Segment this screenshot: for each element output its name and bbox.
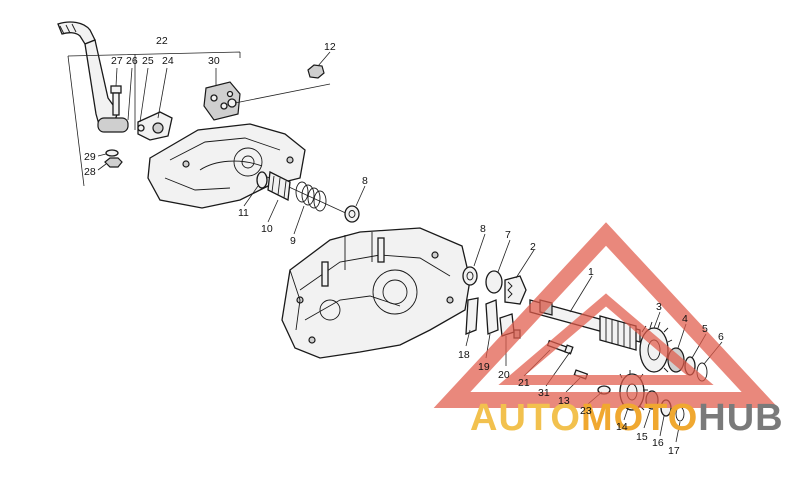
axis-line <box>234 83 331 104</box>
kick-lever-arm <box>137 111 173 141</box>
callout-22: 22 <box>156 35 168 47</box>
group-bracket <box>67 51 241 187</box>
callout-18: 18 <box>458 349 470 361</box>
callout-26: 26 <box>126 55 138 67</box>
cap-nut <box>307 64 325 79</box>
callout-19: 19 <box>478 361 490 373</box>
callout-29: 29 <box>84 151 96 163</box>
callout-3: 3 <box>656 301 662 313</box>
callout-25: 25 <box>142 55 154 67</box>
callout-7: 7 <box>505 229 511 241</box>
callout-2: 2 <box>530 241 536 253</box>
callout-10: 10 <box>261 223 273 235</box>
callout-31: 31 <box>538 387 550 399</box>
callout-9: 9 <box>290 235 296 247</box>
callout-14: 14 <box>616 421 628 433</box>
callout-12: 12 <box>324 41 336 53</box>
callout-24: 24 <box>162 55 174 67</box>
watermark-triangle <box>433 222 779 408</box>
thrust-washer <box>344 205 360 223</box>
callout-labels: 1 2 3 4 5 6 7 8 8 9 10 11 12 13 14 15 16… <box>84 35 724 457</box>
pinch-bolt <box>110 85 122 116</box>
callout-27: 27 <box>111 55 123 67</box>
callout-15: 15 <box>636 431 648 443</box>
callout-23: 23 <box>580 405 592 417</box>
callout-30: 30 <box>208 55 220 67</box>
callout-8-upper: 8 <box>362 175 368 187</box>
callout-21: 21 <box>518 377 530 389</box>
washer <box>105 149 119 157</box>
callout-28: 28 <box>84 166 96 178</box>
callout-6: 6 <box>718 331 724 343</box>
callout-8-lower: 8 <box>480 223 486 235</box>
return-spring <box>295 181 327 212</box>
watermark-word-hub: HUB <box>698 397 783 439</box>
rubber-cover <box>203 81 241 121</box>
right-crankcase-half <box>281 227 471 359</box>
circlip <box>256 171 268 189</box>
callout-5: 5 <box>702 323 708 335</box>
circlip <box>485 270 503 294</box>
watermark: AUTOMOTOHUB <box>433 222 784 439</box>
watermark-inner-triangle <box>498 293 714 385</box>
callout-13: 13 <box>558 395 570 407</box>
kick-start-lever <box>57 21 129 133</box>
spring-clip <box>465 297 479 335</box>
watermark-text: AUTOMOTOHUB <box>470 397 784 439</box>
nut <box>104 157 123 168</box>
guide-plate <box>485 299 499 335</box>
callout-20: 20 <box>498 369 510 381</box>
bushing <box>267 171 291 201</box>
watermark-word-moto: MOTO <box>581 397 698 439</box>
callout-11: 11 <box>238 207 249 219</box>
ratchet-gear <box>504 275 527 305</box>
callout-4: 4 <box>682 313 688 325</box>
watermark-word-auto: AUTO <box>470 397 581 439</box>
callout-16: 16 <box>652 437 664 449</box>
callout-1: 1 <box>588 266 594 278</box>
thrust-washer <box>462 266 478 286</box>
callout-17: 17 <box>668 445 680 457</box>
